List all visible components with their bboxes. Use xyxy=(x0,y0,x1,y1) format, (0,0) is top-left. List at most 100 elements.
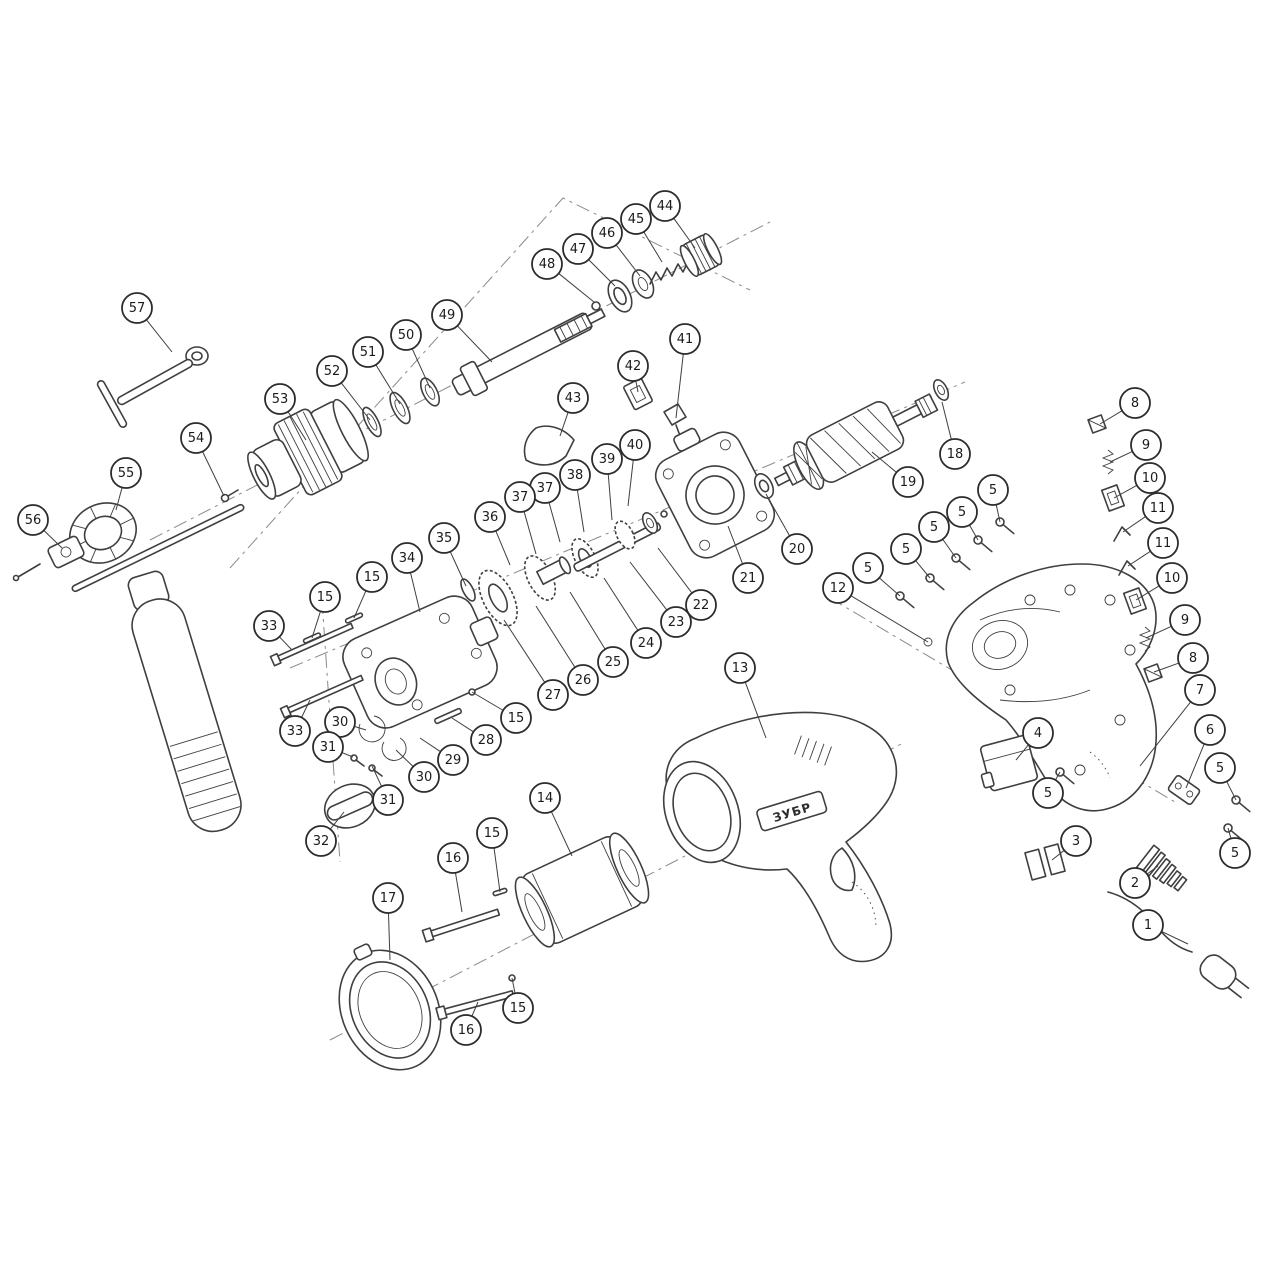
callout-15: 15 xyxy=(309,581,341,613)
svg-text:51: 51 xyxy=(360,345,377,360)
leader-line-37 xyxy=(523,511,537,555)
svg-text:30: 30 xyxy=(416,770,433,785)
leader-line-33 xyxy=(279,636,293,651)
leader-line-12 xyxy=(850,595,929,643)
leader-line-53 xyxy=(287,411,307,441)
callout-15: 15 xyxy=(356,561,388,593)
svg-text:37: 37 xyxy=(512,490,529,505)
strain-relief xyxy=(1135,844,1188,892)
svg-text:7: 7 xyxy=(1196,683,1204,698)
callout-5: 5 xyxy=(946,496,978,528)
svg-text:5: 5 xyxy=(1216,761,1224,776)
callout-33: 33 xyxy=(253,610,285,642)
callout-1: 1 xyxy=(1132,909,1164,941)
svg-text:16: 16 xyxy=(458,1023,475,1038)
callout-51: 51 xyxy=(352,336,384,368)
leader-line-3 xyxy=(1051,849,1065,861)
leader-line-17 xyxy=(387,912,391,961)
leader-line-40 xyxy=(627,459,634,507)
callout-18: 18 xyxy=(939,438,971,470)
svg-text:24: 24 xyxy=(638,636,655,651)
leader-line-33 xyxy=(301,699,311,718)
leader-line-8 xyxy=(1099,410,1123,425)
callout-49: 49 xyxy=(431,299,463,331)
callout-10: 10 xyxy=(1134,462,1166,494)
callout-54: 54 xyxy=(180,422,212,454)
svg-text:22: 22 xyxy=(693,598,710,613)
callout-12: 12 xyxy=(822,572,854,604)
callout-25: 25 xyxy=(597,646,629,678)
svg-text:8: 8 xyxy=(1131,396,1139,411)
leader-line-43 xyxy=(559,412,569,437)
callout-35: 35 xyxy=(428,522,460,554)
svg-text:26: 26 xyxy=(575,673,592,688)
svg-text:5: 5 xyxy=(902,542,910,557)
leader-line-30 xyxy=(395,749,414,767)
dust-washer xyxy=(932,379,950,401)
gearbox-housing xyxy=(342,595,499,729)
svg-text:33: 33 xyxy=(261,619,278,634)
svg-text:9: 9 xyxy=(1181,613,1189,628)
spindle-shaft xyxy=(451,301,606,397)
leader-line-36 xyxy=(495,530,511,566)
svg-text:10: 10 xyxy=(1164,571,1181,586)
callout-47: 47 xyxy=(562,233,594,265)
callout-17: 17 xyxy=(372,882,404,914)
svg-text:49: 49 xyxy=(439,308,456,323)
front-ring-cover xyxy=(338,943,442,1071)
callout-4: 4 xyxy=(1022,717,1054,749)
leader-line-11 xyxy=(1122,516,1146,533)
leader-line-5 xyxy=(995,504,1001,523)
callout-19: 19 xyxy=(892,466,924,498)
callout-5: 5 xyxy=(890,533,922,565)
leader-line-8 xyxy=(1153,662,1180,673)
svg-text:47: 47 xyxy=(570,242,587,257)
callout-5: 5 xyxy=(977,474,1009,506)
callout-28: 28 xyxy=(470,724,502,756)
callout-34: 34 xyxy=(391,542,423,574)
svg-text:23: 23 xyxy=(668,615,685,630)
callout-16: 16 xyxy=(450,1014,482,1046)
callout-31: 31 xyxy=(372,784,404,816)
leader-line-54 xyxy=(202,451,225,497)
impact-bracket xyxy=(523,425,575,466)
svg-text:46: 46 xyxy=(599,226,616,241)
compression-spring xyxy=(649,259,690,285)
callout-43: 43 xyxy=(557,382,589,414)
svg-text:57: 57 xyxy=(129,301,146,316)
leader-line-31 xyxy=(341,752,354,758)
callout-7: 7 xyxy=(1184,674,1216,706)
svg-text:12: 12 xyxy=(830,581,847,596)
svg-text:15: 15 xyxy=(364,570,381,585)
leader-line-19 xyxy=(871,451,897,473)
handle-housing-half xyxy=(923,563,1158,812)
leader-line-46 xyxy=(615,244,641,277)
leader-line-18 xyxy=(941,401,952,440)
leader-line-2 xyxy=(1146,865,1159,875)
callout-9: 9 xyxy=(1130,429,1162,461)
leader-line-50 xyxy=(411,348,431,389)
chuck-key xyxy=(96,346,209,428)
leader-line-35 xyxy=(449,551,467,587)
callout-5: 5 xyxy=(1219,837,1251,869)
callout-9: 9 xyxy=(1169,604,1201,636)
svg-text:6: 6 xyxy=(1206,723,1214,738)
callout-22: 22 xyxy=(685,589,717,621)
callout-38: 38 xyxy=(559,459,591,491)
callout-14: 14 xyxy=(529,782,561,814)
svg-text:19: 19 xyxy=(900,475,917,490)
steel-ball xyxy=(591,301,601,311)
leader-line-22 xyxy=(657,547,693,594)
leader-line-32 xyxy=(329,811,345,830)
leader-line-4 xyxy=(1015,744,1029,761)
leader-line-30 xyxy=(354,725,367,731)
callout-balloons: 4445464748495051525357545556434241181920… xyxy=(17,190,1251,1046)
leader-line-1 xyxy=(1161,930,1189,945)
svg-text:10: 10 xyxy=(1142,471,1159,486)
leader-line-5 xyxy=(878,577,901,597)
leader-line-28 xyxy=(451,717,474,733)
svg-text:35: 35 xyxy=(436,531,453,546)
callout-21: 21 xyxy=(732,562,764,594)
callout-46: 46 xyxy=(591,217,623,249)
